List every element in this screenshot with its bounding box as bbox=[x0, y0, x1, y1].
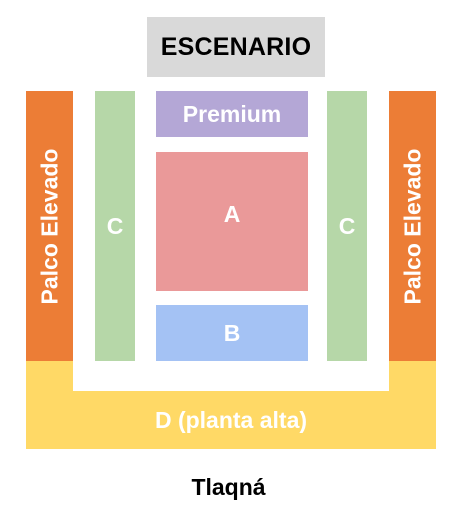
section-c-right-label: C bbox=[338, 212, 356, 239]
section-d[interactable]: D (planta alta) bbox=[26, 361, 436, 449]
section-palco-elevado-left[interactable]: Palco Elevado bbox=[26, 91, 73, 361]
section-c-right[interactable]: C bbox=[327, 91, 367, 361]
section-palco-elevado-right[interactable]: Palco Elevado bbox=[389, 91, 436, 361]
section-c-left[interactable]: C bbox=[95, 91, 135, 361]
section-premium[interactable]: Premium bbox=[156, 91, 308, 137]
section-b[interactable]: B bbox=[156, 305, 308, 361]
section-a-label: A bbox=[223, 201, 241, 227]
section-d-shape bbox=[26, 361, 436, 449]
section-c-left-label: C bbox=[106, 212, 124, 239]
section-palco-elevado-left-label: Palco Elevado bbox=[36, 148, 62, 304]
section-a[interactable]: A bbox=[156, 152, 308, 291]
stage: ESCENARIO bbox=[147, 17, 325, 77]
section-palco-elevado-right-label: Palco Elevado bbox=[399, 148, 425, 304]
section-d-label: D (planta alta) bbox=[154, 406, 308, 433]
section-premium-label: Premium bbox=[182, 100, 282, 127]
section-b-label: B bbox=[223, 319, 241, 346]
stage-label: ESCENARIO bbox=[160, 32, 312, 61]
venue-name: Tlaqná bbox=[191, 473, 266, 500]
